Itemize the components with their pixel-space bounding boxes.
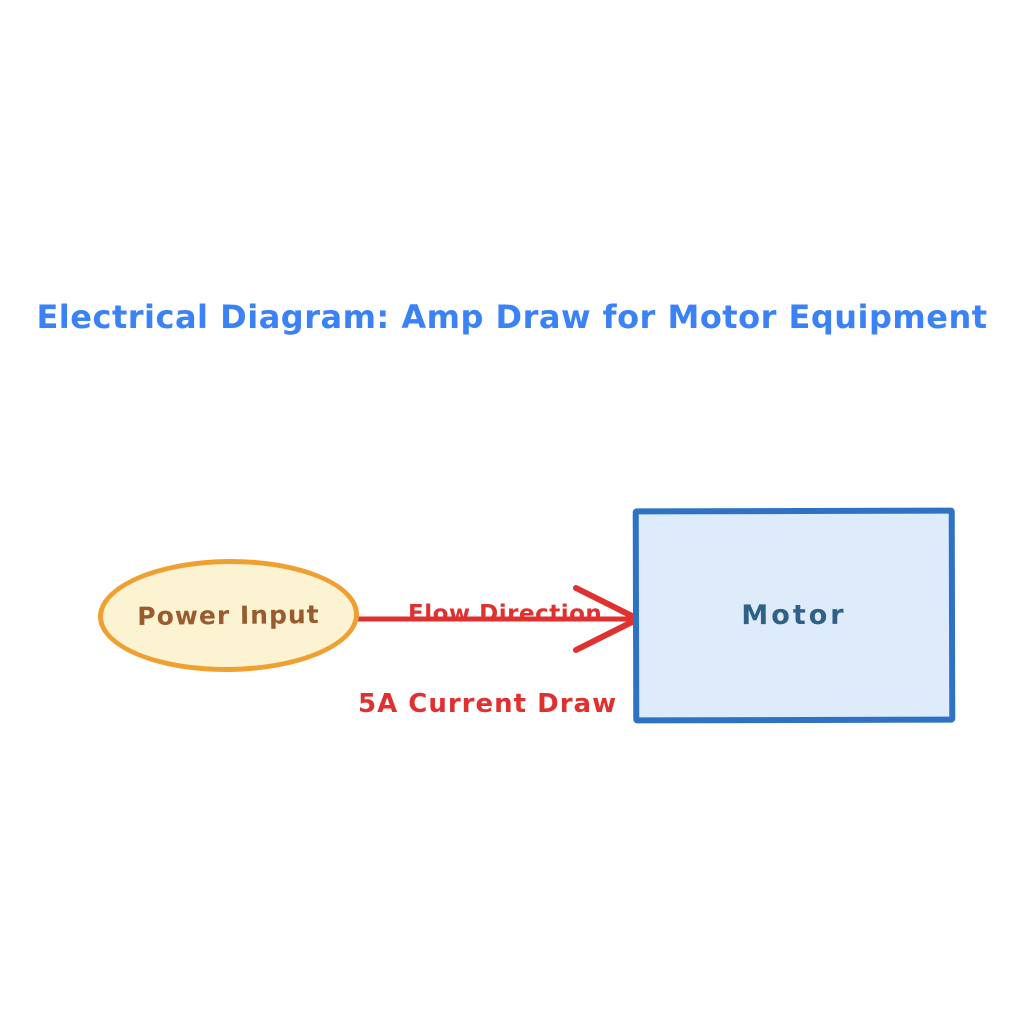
diagram-title: Electrical Diagram: Amp Draw for Motor E… bbox=[36, 298, 988, 336]
motor-label: Motor bbox=[741, 599, 847, 632]
flow-direction-label: Flow Direction bbox=[408, 601, 603, 627]
power-input-node: Power Input bbox=[97, 557, 360, 674]
motor-node: Motor bbox=[632, 507, 956, 724]
power-input-label: Power Input bbox=[137, 600, 320, 631]
current-draw-label: 5A Current Draw bbox=[358, 689, 618, 719]
